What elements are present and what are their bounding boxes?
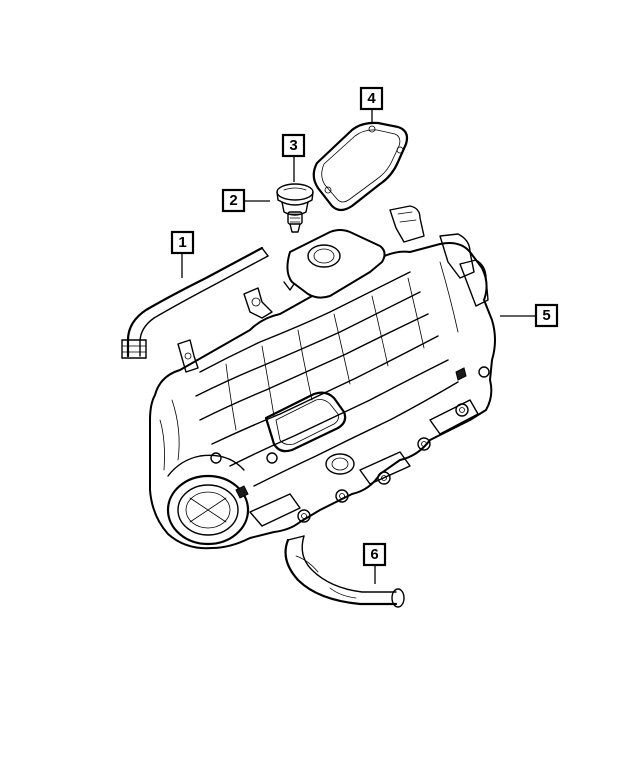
cap-part <box>276 183 314 206</box>
hose-6-part <box>284 535 405 608</box>
callout-4-label: 4 <box>367 90 376 107</box>
callout-5-label: 5 <box>542 307 550 324</box>
gasket-part <box>312 121 409 212</box>
hose-1-part <box>121 246 269 359</box>
callout-2: 2 <box>221 188 270 213</box>
intake-manifold-part <box>149 205 496 550</box>
callout-4: 4 <box>359 86 384 122</box>
callout-6-label: 6 <box>370 546 378 563</box>
callout-5: 5 <box>500 303 559 328</box>
callout-1-label: 1 <box>178 234 186 251</box>
callout-3: 3 <box>281 133 306 182</box>
pcv-valve-part <box>281 201 309 233</box>
callout-2-label: 2 <box>229 192 237 209</box>
callout-1: 1 <box>170 230 195 278</box>
callout-6: 6 <box>362 542 387 584</box>
callout-3-label: 3 <box>289 137 297 154</box>
